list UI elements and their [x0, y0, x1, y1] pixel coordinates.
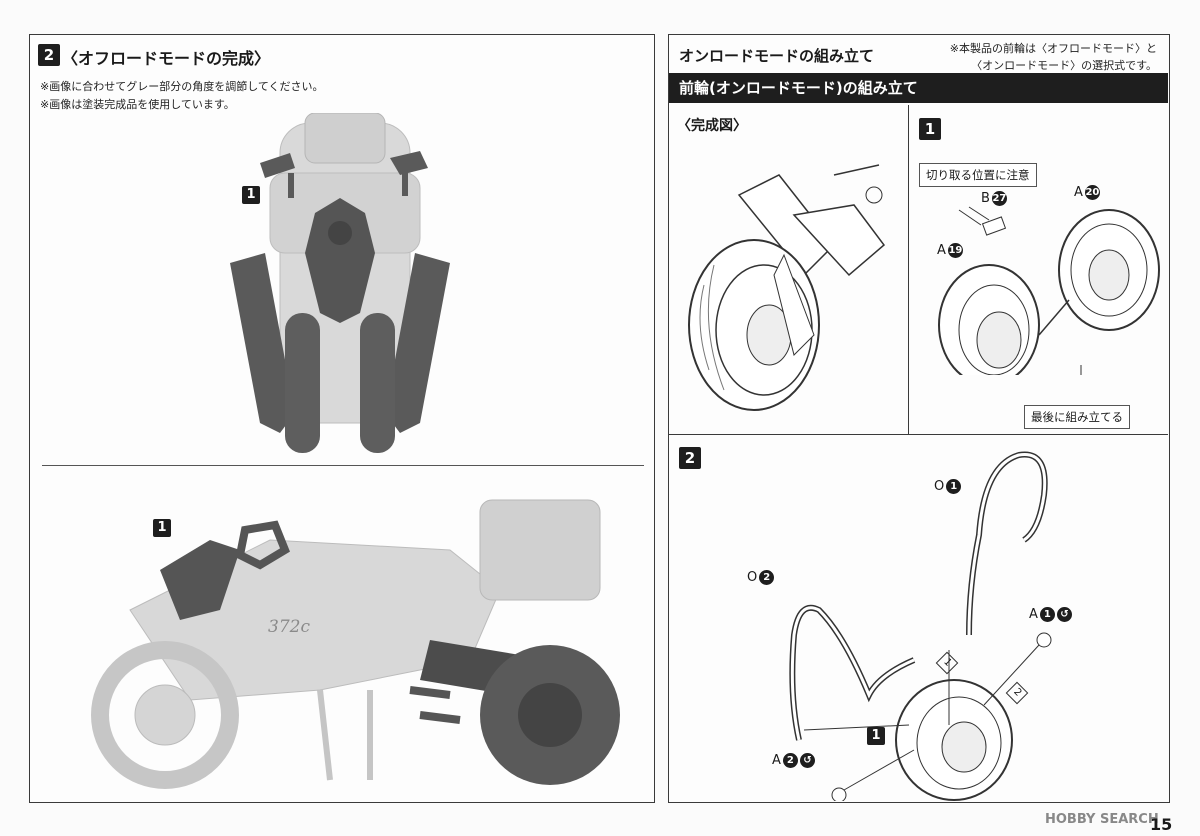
watermark: HOBBY SEARCH	[1045, 812, 1159, 827]
part-o1: O 1	[934, 479, 962, 494]
part-a1-letter: A	[1029, 607, 1038, 622]
part-a20: A 20	[1074, 185, 1100, 200]
part-o2-letter: O	[747, 570, 758, 585]
part-a19-number: 19	[947, 243, 963, 258]
part-a19: A 19	[937, 243, 963, 258]
callout-1-top: 1	[242, 186, 260, 204]
onroad-assembly-panel: オンロードモードの組み立て ※本製品の前輪は〈オフロードモード〉と 〈オンロード…	[668, 34, 1170, 803]
step-1-illustration	[938, 206, 1160, 375]
front-wheel-completed-illustration	[688, 164, 886, 411]
glue-icon: ↺	[1056, 607, 1072, 622]
step-2-illustration	[789, 451, 1052, 801]
completed-view-cell: 〈完成図〉	[669, 105, 909, 435]
selection-note-line-1: ※本製品の前輪は〈オフロードモード〉と	[949, 42, 1157, 55]
note-painted-sample: ※画像は塗装完成品を使用しています。	[40, 98, 235, 111]
part-b27: B 27	[981, 191, 1007, 206]
assemble-last-note: 最後に組み立てる	[1024, 405, 1130, 429]
part-a2-number: 2	[782, 753, 798, 768]
part-o1-letter: O	[934, 479, 945, 494]
front-wheel-assembly-bar: 前輪(オンロードモード)の組み立て	[669, 73, 1168, 103]
selection-note-line-2: 〈オンロードモード〉の選択式です。	[971, 59, 1157, 72]
cut-position-note: 切り取る位置に注意	[919, 163, 1037, 187]
part-a2: A 2 ↺	[772, 753, 815, 768]
offroad-completion-panel: 2 〈オフロードモードの完成〉 ※画像に合わせてグレー部分の角度を調節してくださ…	[29, 34, 655, 803]
callout-1-bottom: 1	[153, 519, 171, 537]
offroad-side-view-illustration	[91, 499, 620, 789]
onroad-title: オンロードモードの組み立て	[679, 47, 875, 65]
section-title: 〈オフロードモードの完成〉	[62, 49, 271, 68]
offroad-front-view-illustration	[230, 113, 450, 453]
part-a20-number: 20	[1084, 185, 1100, 200]
step-2-cell: 2 O 1 O 2 A 1 ↺ A 2 ↺	[669, 435, 1168, 801]
step-1-number: 1	[919, 118, 941, 140]
part-a19-letter: A	[937, 243, 946, 258]
part-o2-number: 2	[759, 570, 775, 585]
part-b27-number: 27	[991, 191, 1007, 206]
part-b27-letter: B	[981, 191, 990, 206]
part-a1-number: 1	[1039, 607, 1055, 622]
step-1-cell: 1 切り取る位置に注意 B 27 A 20 A 19 最後に組み	[909, 105, 1168, 435]
page-number: 15	[1150, 815, 1173, 834]
panel-divider	[42, 465, 644, 466]
sub-callout-1: 1	[867, 727, 885, 745]
note-angle-adjust: ※画像に合わせてグレー部分の角度を調節してください。	[40, 80, 324, 93]
step-number: 2	[38, 44, 60, 66]
step-2-number: 2	[679, 447, 701, 469]
part-a1: A 1 ↺	[1029, 607, 1072, 622]
part-a20-letter: A	[1074, 185, 1083, 200]
part-a2-letter: A	[772, 753, 781, 768]
glue-icon: ↺	[799, 753, 815, 768]
part-o2: O 2	[747, 570, 775, 585]
decal-372c: 372c	[268, 617, 310, 637]
part-o1-number: 1	[946, 479, 962, 494]
completed-view-title: 〈完成図〉	[677, 118, 747, 134]
